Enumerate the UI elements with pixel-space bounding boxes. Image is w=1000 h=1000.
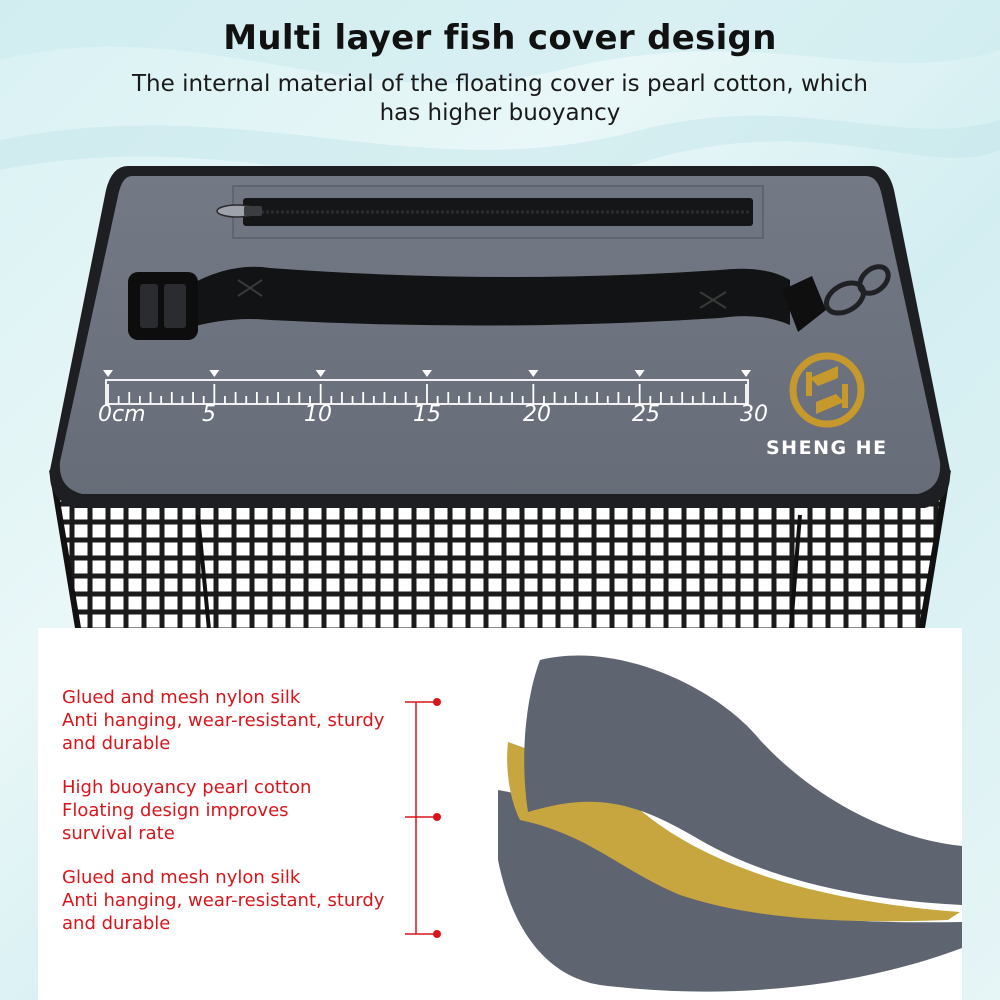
- brand-name: SHENG HE: [766, 437, 888, 459]
- feature-item-pearl-cotton: High buoyancy pearl cotton Floating desi…: [62, 776, 412, 845]
- page-subtitle: The internal material of the floating co…: [132, 71, 868, 126]
- feature-line: Glued and mesh nylon silk: [62, 867, 301, 888]
- ruler-marker: [422, 370, 432, 377]
- feature-item-mesh-bottom: Glued and mesh nylon silk Anti hanging, …: [62, 866, 412, 935]
- ruler-label-10: 10: [304, 402, 332, 427]
- top-mesh-layer: [524, 655, 962, 905]
- feature-line: Anti hanging, wear-resistant, sturdy: [62, 710, 385, 731]
- ruler-label-20: 20: [523, 402, 551, 427]
- feature-line: Glued and mesh nylon silk: [62, 687, 301, 708]
- feature-item-mesh-top: Glued and mesh nylon silk Anti hanging, …: [62, 686, 412, 755]
- measuring-ruler: [105, 379, 749, 405]
- feature-line: and durable: [62, 913, 171, 934]
- bottom-mesh-layer: [498, 790, 962, 992]
- ruler-label-5: 5: [202, 402, 216, 427]
- feature-list: Glued and mesh nylon silk Anti hanging, …: [62, 686, 412, 956]
- ruler-marker: [103, 370, 113, 377]
- ruler-marker: [634, 370, 645, 377]
- feature-line: Anti hanging, wear-resistant, sturdy: [62, 890, 385, 911]
- ruler-label-15: 15: [413, 402, 441, 427]
- page-title: Multi layer fish cover design: [223, 18, 777, 58]
- ruler-marker: [315, 370, 326, 377]
- brand-logo: [789, 352, 865, 428]
- feature-line: survival rate: [62, 823, 175, 844]
- feature-line: Floating design improves: [62, 800, 289, 821]
- strap-with-buckle: [128, 264, 891, 340]
- ruler-label-0: 0cm: [98, 402, 146, 427]
- ruler-marker: [741, 370, 751, 377]
- bracket-connector: [405, 698, 441, 938]
- cover-top: [59, 176, 941, 494]
- ruler-marker: [528, 370, 539, 377]
- feature-line: High buoyancy pearl cotton: [62, 777, 312, 798]
- ruler-label-30: 30: [740, 402, 768, 427]
- ruler-label-25: 25: [632, 402, 660, 427]
- feature-line: and durable: [62, 733, 171, 754]
- ruler-labels: 0cm 5 10 15 20 25 30: [0, 402, 1000, 432]
- zipper-pocket: [216, 185, 764, 239]
- ruler-marker: [209, 370, 220, 377]
